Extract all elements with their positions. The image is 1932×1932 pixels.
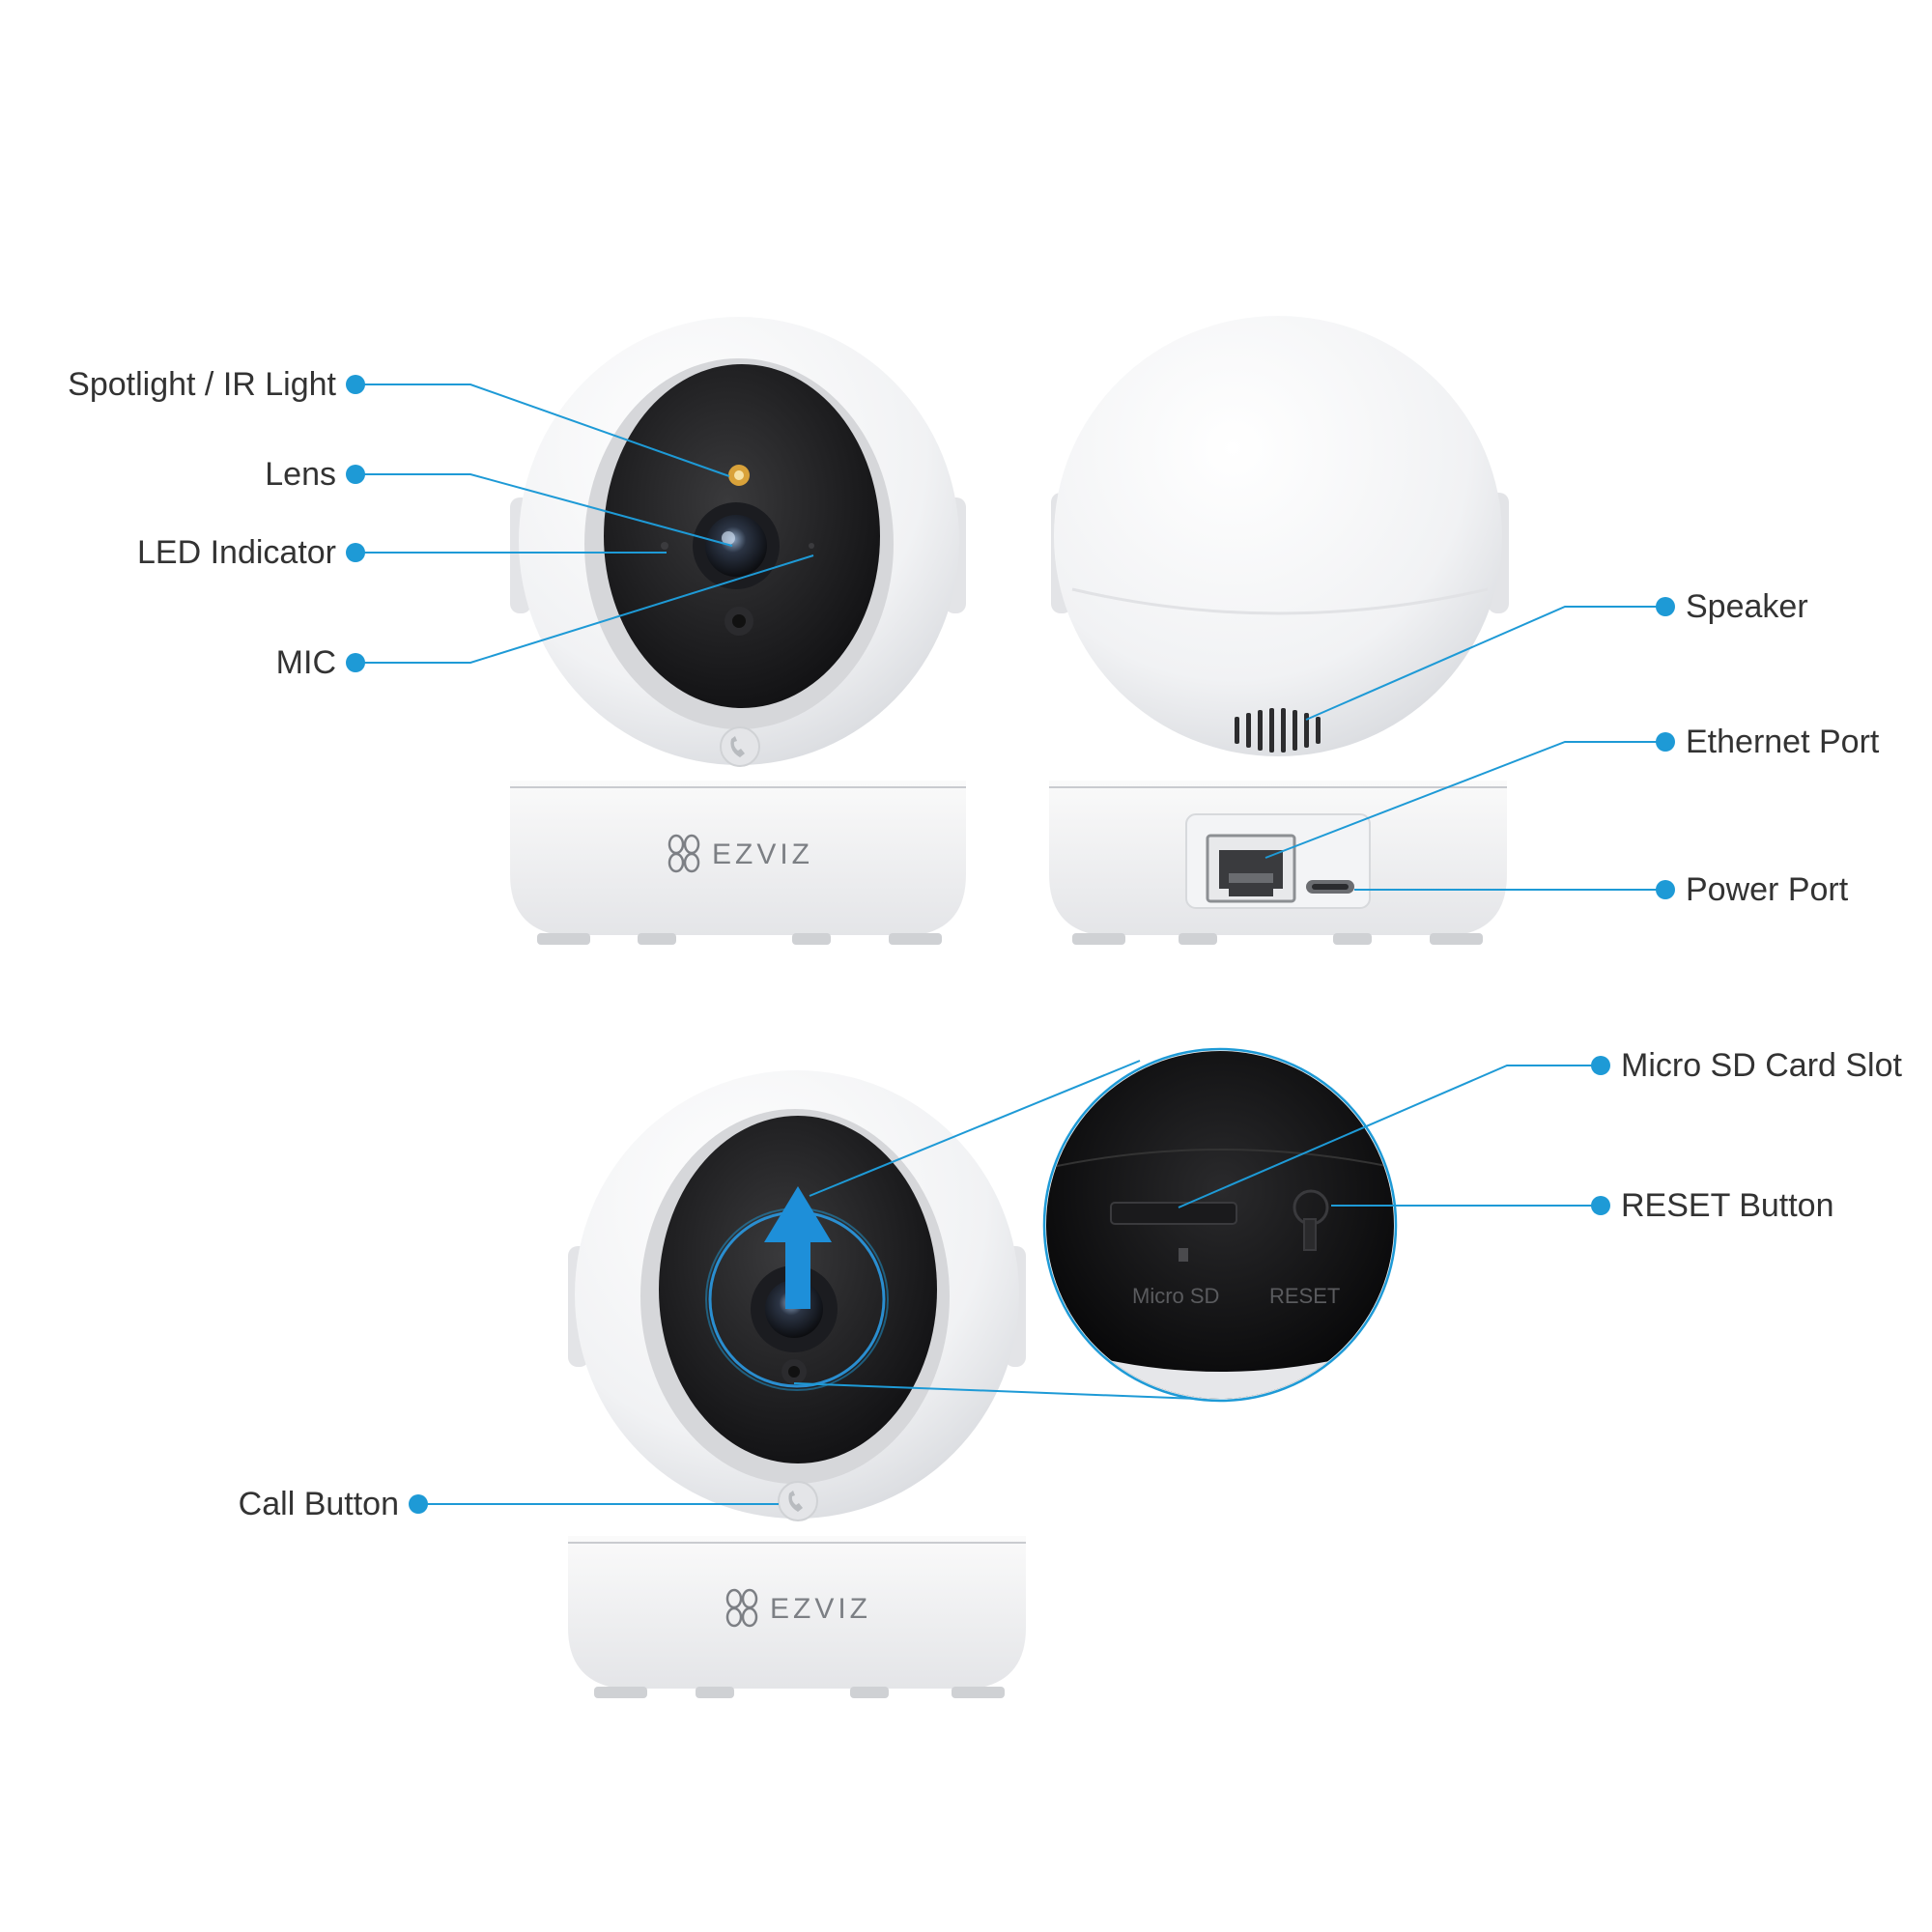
ethernet-port (1206, 834, 1296, 903)
label-led-indicator: LED Indicator (137, 534, 336, 571)
ezviz-logo (725, 1588, 758, 1628)
brand-logo-text: EZVIZ (770, 1593, 872, 1625)
ezviz-logo (668, 834, 700, 873)
label-micro-sd-slot: Micro SD Card Slot (1621, 1047, 1902, 1084)
label-power-port: Power Port (1686, 871, 1849, 908)
camera-front-bottom (568, 1070, 1026, 1698)
callout-lines (357, 384, 1663, 1505)
camera-back (1049, 316, 1509, 945)
speaker-grille (1235, 708, 1321, 753)
label-call-button: Call Button (238, 1486, 399, 1522)
arrow-up-icon (764, 1186, 832, 1309)
label-speaker: Speaker (1686, 588, 1808, 625)
brand-logo-text: EZVIZ (712, 838, 814, 870)
zoom-reset-label: RESET (1269, 1284, 1341, 1308)
label-lens: Lens (265, 456, 336, 493)
zoom-microsd-label: Micro SD (1132, 1284, 1220, 1308)
zoom-detail (793, 1047, 1398, 1403)
label-spotlight: Spotlight / IR Light (68, 366, 336, 403)
label-mic: MIC (275, 644, 336, 681)
label-ethernet-port: Ethernet Port (1686, 724, 1880, 760)
callout-dots (346, 375, 1675, 1514)
label-reset-button: RESET Button (1621, 1187, 1834, 1224)
camera-front-top (510, 317, 966, 945)
